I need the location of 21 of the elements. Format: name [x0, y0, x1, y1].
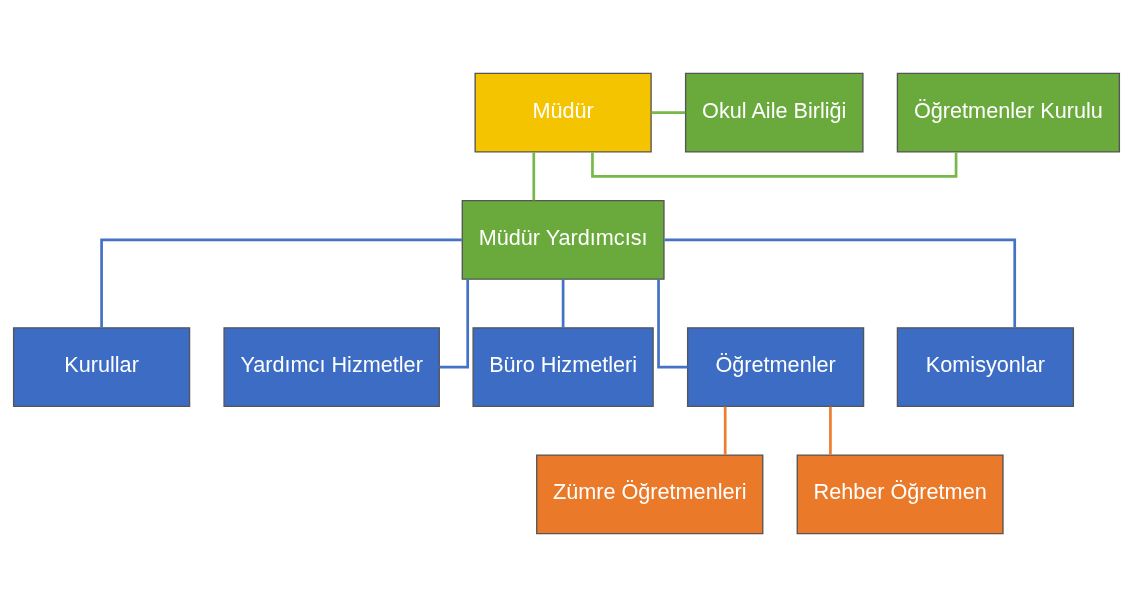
connector — [100, 238, 462, 328]
connector — [657, 278, 688, 368]
node-box: Öğretmenler — [686, 326, 865, 407]
node-box: Yardımcı Hizmetler — [223, 326, 440, 407]
node-box: Müdür Yardımcısı — [461, 199, 665, 280]
connector — [664, 238, 1017, 328]
node-box: Zümre Öğretmenleri — [536, 453, 764, 534]
node-box: Okul Aile Birliği — [684, 72, 864, 153]
connector — [723, 406, 727, 455]
node-box: Komisyonlar — [896, 326, 1075, 407]
node-box: Büro Hizmetleri — [472, 326, 654, 407]
connector — [651, 110, 686, 114]
connector — [439, 278, 470, 368]
connector — [532, 151, 536, 200]
node-box: Rehber Öğretmen — [796, 453, 1004, 534]
connector — [561, 278, 565, 328]
connector — [829, 406, 832, 455]
node-box: Müdür — [474, 72, 652, 153]
node-box: Öğretmenler Kurulu — [896, 72, 1121, 153]
connector — [591, 151, 958, 178]
node-box: Kurullar — [12, 326, 191, 407]
